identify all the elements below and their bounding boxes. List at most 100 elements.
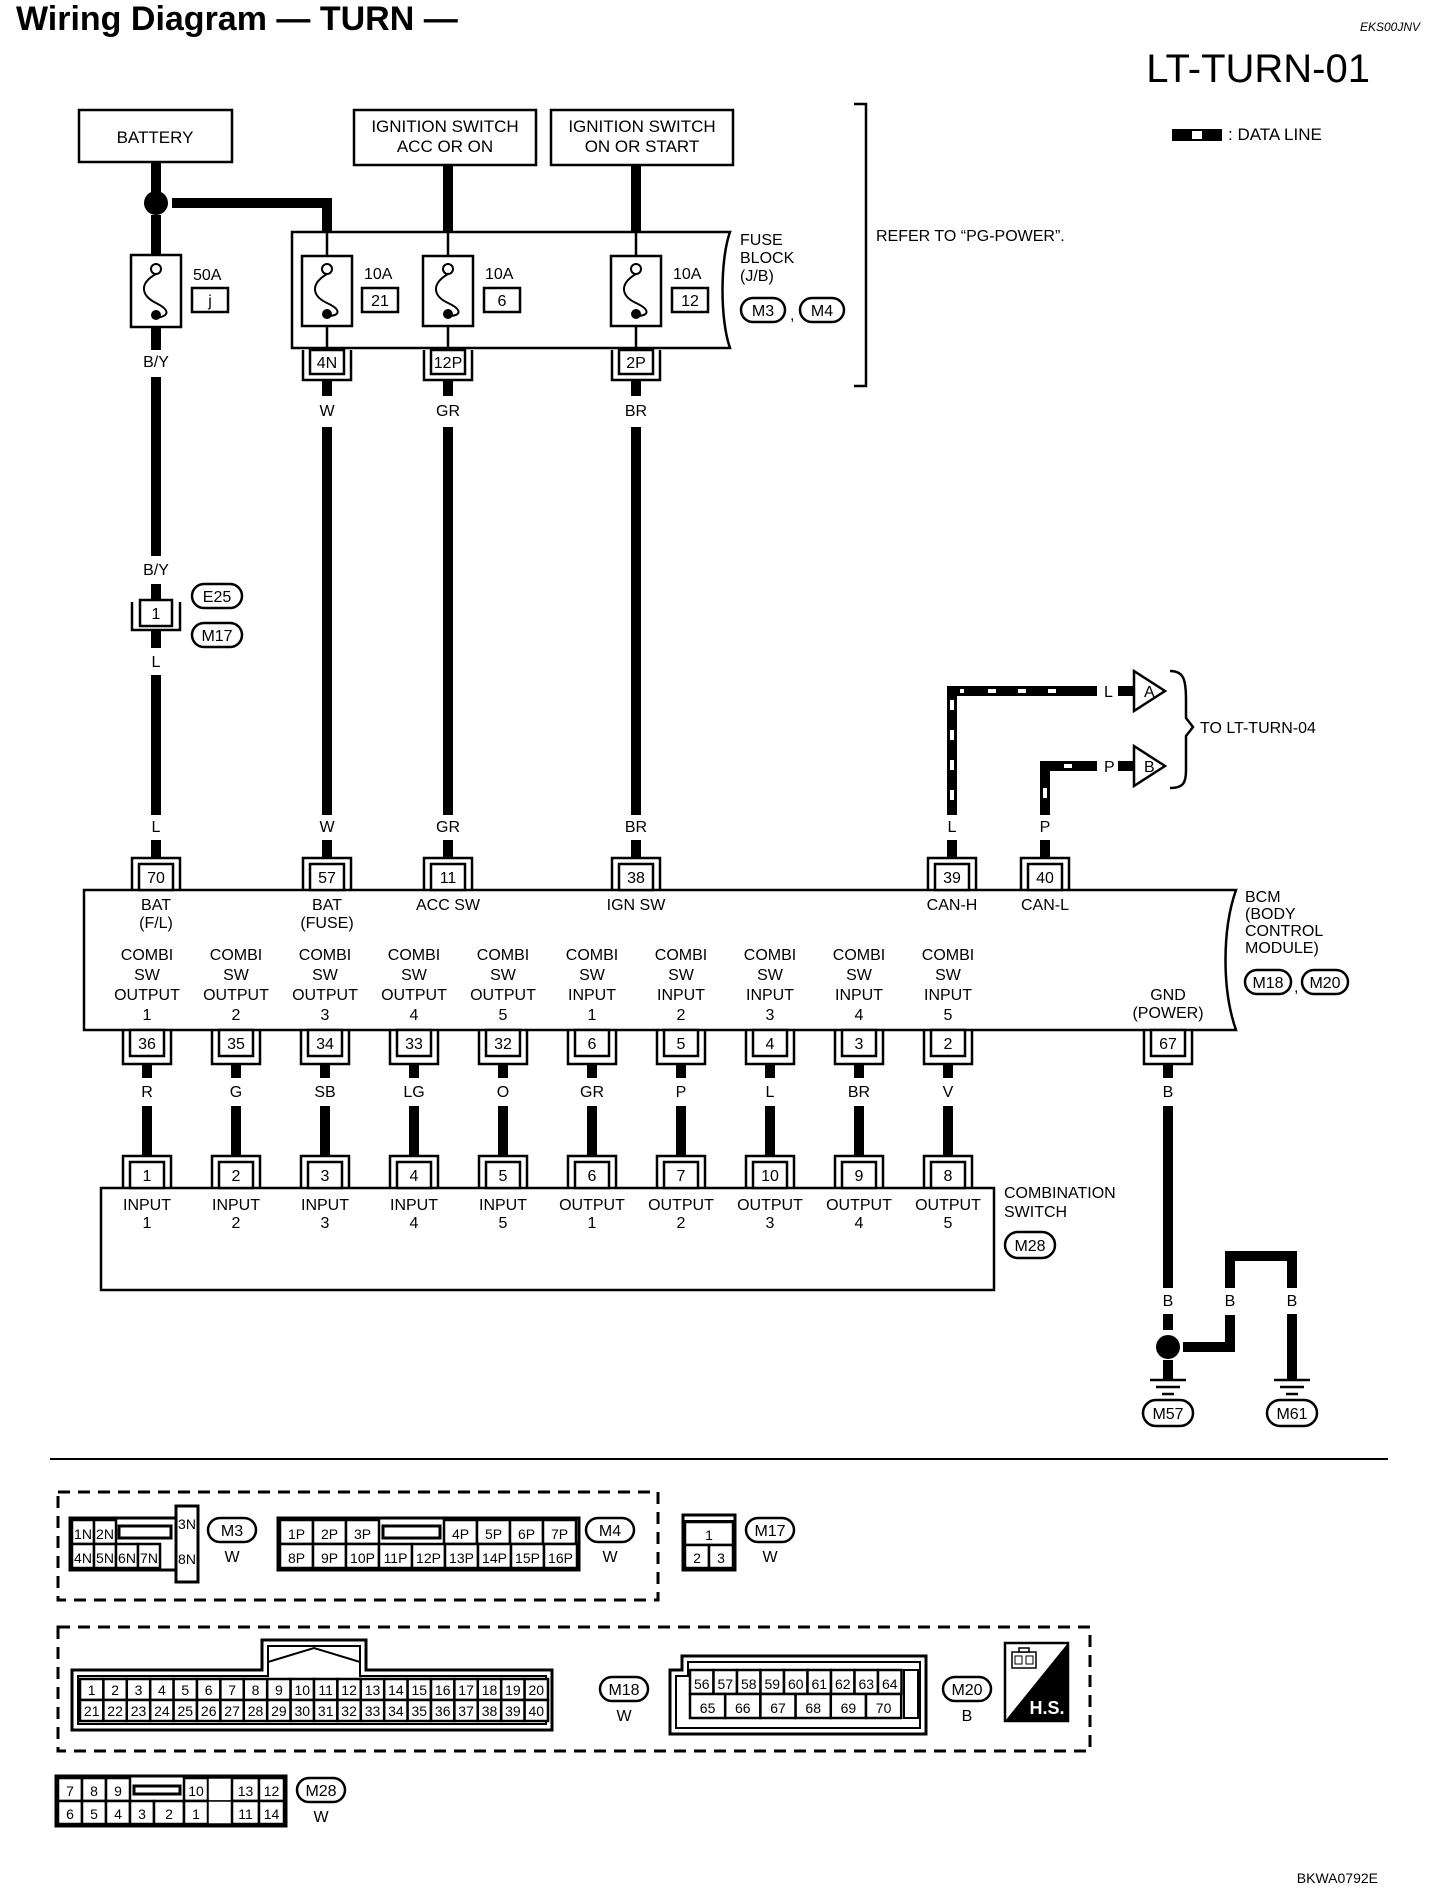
terminal-number: 2 <box>693 1550 701 1566</box>
bcm-module: BCM (BODY CONTROL MODULE) M18 , M20 <box>82 888 1350 1032</box>
terminal-cell <box>377 1542 414 1570</box>
harness-side-badge: H.S. <box>1003 1641 1070 1723</box>
pin-function: COMBI <box>477 947 529 964</box>
pin-function: 5 <box>499 1215 508 1232</box>
wire-color-label: G <box>230 1084 242 1101</box>
pin-function: 1 <box>588 1215 597 1232</box>
pin-function: 1 <box>143 1007 152 1024</box>
connector-color: W <box>616 1708 632 1725</box>
terminal-number: 40 <box>529 1703 545 1719</box>
pin-function: INPUT <box>479 1197 527 1214</box>
wire-color-label: P <box>676 1084 687 1101</box>
svg-text:BATTERY: BATTERY <box>117 128 194 147</box>
wire-color-label: B <box>1287 1293 1298 1310</box>
terminal-number: 6 <box>66 1806 74 1822</box>
terminal-number: 1 <box>192 1806 200 1822</box>
terminal-number: 7 <box>228 1682 236 1698</box>
svg-text:BCM: BCM <box>1245 889 1281 906</box>
terminal-number: 68 <box>805 1700 821 1716</box>
terminal-number: 1 <box>88 1682 96 1698</box>
pin-function: 4 <box>855 1215 864 1232</box>
svg-text:(J/B): (J/B) <box>740 268 774 285</box>
terminal-number: 61 <box>811 1676 827 1692</box>
terminal-number: 56 <box>694 1676 710 1692</box>
terminal-number: 13P <box>449 1550 474 1566</box>
terminal-number: 63 <box>858 1676 874 1692</box>
pin-function: 2 <box>677 1007 686 1024</box>
svg-text:ON OR START: ON OR START <box>585 137 700 156</box>
bcm-connectors-frame <box>56 1625 1092 1753</box>
ignition-acc-on-box: IGNITION SWITCH ACC OR ON <box>352 108 538 167</box>
pin-function: COMBI <box>655 947 707 964</box>
pin-function: SW <box>846 967 873 984</box>
terminal-cell <box>344 1518 381 1546</box>
terminal-number: 64 <box>882 1676 898 1692</box>
terminal-cell <box>136 1542 162 1570</box>
connector-id: M20 <box>951 1682 982 1699</box>
pin-number: 2 <box>944 1036 953 1053</box>
wire-color-label: LG <box>403 1084 424 1101</box>
terminal-number: 62 <box>835 1676 851 1692</box>
terminal-number: 2 <box>165 1806 173 1822</box>
terminal-number: 10 <box>295 1682 311 1698</box>
terminal-number: 20 <box>529 1682 545 1698</box>
svg-text:SWITCH: SWITCH <box>1004 1204 1067 1221</box>
connector-id: M20 <box>1309 975 1340 992</box>
terminal-number: 13 <box>365 1682 381 1698</box>
terminal-number: 2 <box>111 1682 119 1698</box>
wire-color-label: GR <box>436 403 460 420</box>
svg-text:IGNITION SWITCH: IGNITION SWITCH <box>371 117 518 136</box>
fuse-block-connectors-frame <box>56 1490 660 1602</box>
bcm-bottom-pins: COMBISWOUTPUT136RCOMBISWOUTPUT235GCOMBIS… <box>114 947 974 1156</box>
terminal-number: 66 <box>735 1700 751 1716</box>
terminal-number: 8P <box>288 1550 305 1566</box>
terminal-cell <box>542 1542 579 1570</box>
pin-function: INPUT <box>123 1197 171 1214</box>
data-line-legend: : DATA LINE <box>1172 125 1322 144</box>
pin-function: OUTPUT <box>114 987 180 1004</box>
pin-function: COMBI <box>744 947 796 964</box>
pin-number: 10 <box>761 1168 779 1185</box>
wire-color-label: L <box>152 654 161 671</box>
fuse-10a-21: 10A 21 <box>300 232 400 348</box>
pin-function: INPUT <box>835 987 883 1004</box>
pin-function: OUTPUT <box>203 987 269 1004</box>
terminal-number: 9 <box>114 1783 122 1799</box>
pin-function: 3 <box>321 1007 330 1024</box>
terminal-number: 10P <box>350 1550 375 1566</box>
pin-number: 4 <box>410 1168 419 1185</box>
terminal-number: 1P <box>288 1526 305 1542</box>
wire-color-label: GR <box>580 1084 604 1101</box>
connector-color: W <box>313 1809 329 1826</box>
pin-function: INPUT <box>212 1197 260 1214</box>
fuse-terminal-12p: 12P <box>422 348 474 382</box>
terminal-number: 38 <box>482 1703 498 1719</box>
pin-number: 32 <box>494 1036 512 1053</box>
connector-id-badge <box>584 1516 636 1544</box>
pin-function: INPUT <box>746 987 794 1004</box>
terminal-cell <box>523 1698 550 1723</box>
connector-id: M3 <box>752 303 774 320</box>
terminal-number: 28 <box>248 1703 264 1719</box>
connector-id: M18 <box>1252 975 1283 992</box>
svg-text:(BODY: (BODY <box>1245 906 1296 923</box>
terminal-number: 11P <box>384 1550 408 1566</box>
terminal-number: 3P <box>354 1526 371 1542</box>
wire-color-label: P <box>1040 819 1051 836</box>
destination-label: TO LT-TURN-04 <box>1200 720 1316 737</box>
terminal-number: 7 <box>66 1783 74 1799</box>
pin-number: 36 <box>138 1036 156 1053</box>
terminal-number: 21 <box>84 1703 100 1719</box>
wire-color-label: BR <box>625 403 647 420</box>
terminal-number: 24 <box>154 1703 170 1719</box>
can-h-data-line <box>947 686 1097 815</box>
wire-color-label: W <box>319 403 335 420</box>
